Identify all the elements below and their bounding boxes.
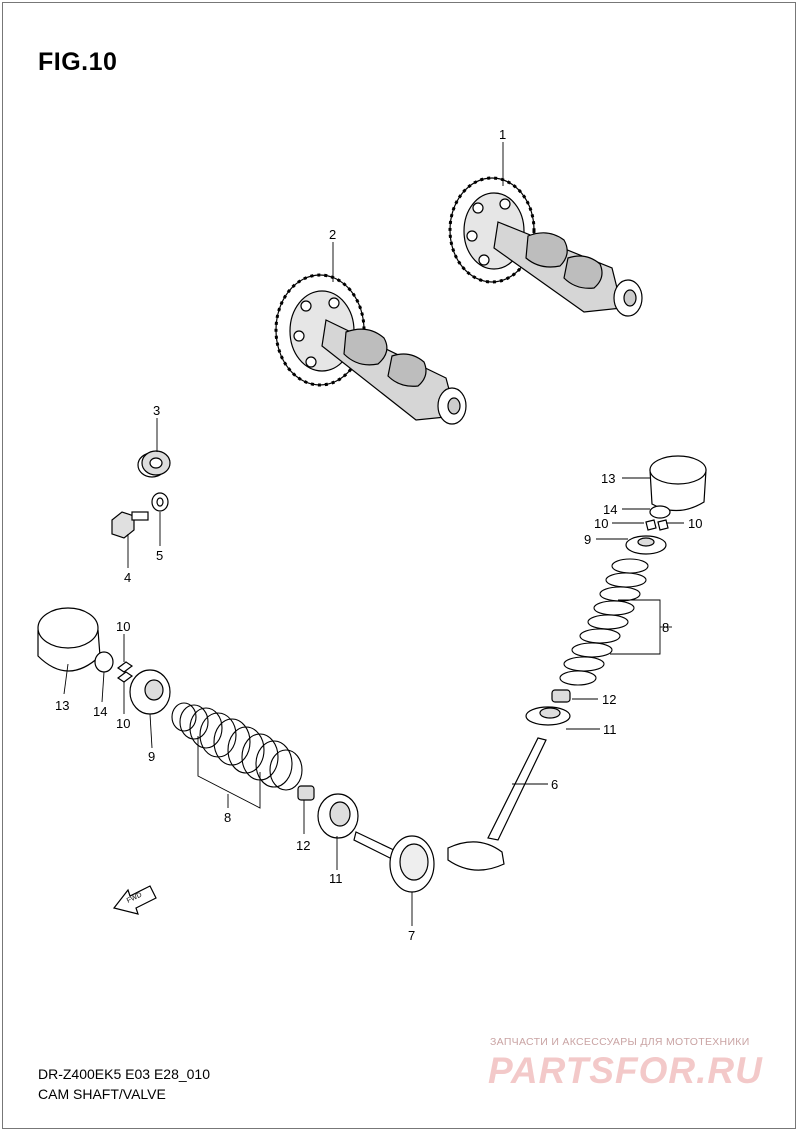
callout-3: 3	[153, 403, 160, 418]
spring-seat-right	[525, 706, 571, 726]
leader-lines	[63, 142, 684, 926]
watermark-tagline: ЗАПЧАСТИ И АКСЕССУАРЫ ДЛЯ МОТОТЕХНИКИ	[490, 1036, 750, 1048]
callout-10-left-top: 10	[116, 619, 130, 634]
callout-8-left: 8	[224, 810, 231, 825]
callout-13-left: 13	[55, 698, 69, 713]
stem-seal-left	[297, 785, 315, 801]
spring-seat-left	[317, 793, 359, 839]
watermark-logo: PARTSFOR.RU	[488, 1050, 763, 1091]
callout-labels: 1 2 3 4 5 6 7 8 8 9 9 10 10 10 10 11 11 …	[55, 127, 702, 943]
callout-10-right-b: 10	[688, 516, 702, 531]
spring-retainer-right	[625, 535, 667, 555]
callout-11-left: 11	[329, 871, 343, 886]
callout-11-right: 11	[603, 722, 617, 737]
callout-12-left: 12	[296, 838, 310, 853]
callout-5: 5	[156, 548, 163, 563]
valve-spring-right	[559, 558, 649, 686]
tappet-left	[37, 607, 101, 672]
forward-direction-arrow: FWD	[112, 885, 157, 915]
valve-spring-left	[171, 702, 303, 791]
callout-1: 1	[499, 127, 506, 142]
callout-13-right: 13	[601, 471, 615, 486]
shim-left	[94, 651, 114, 673]
callout-8-right: 8	[662, 620, 669, 635]
figure-title: FIG.10	[38, 48, 118, 76]
callout-12-right: 12	[602, 692, 616, 707]
callout-14-right: 14	[603, 502, 617, 517]
callout-14-left: 14	[93, 704, 107, 719]
spring-retainer-left	[129, 669, 171, 715]
section-name: CAM SHAFT/VALVE	[38, 1086, 166, 1102]
cotter-right	[645, 519, 669, 531]
callout-9-left: 9	[148, 749, 155, 764]
callout-2: 2	[329, 227, 336, 242]
model-code: DR-Z400EK5 E03 E28_010	[38, 1066, 210, 1082]
callout-6: 6	[551, 777, 558, 792]
callout-10-right-a: 10	[594, 516, 608, 531]
bolt	[111, 511, 149, 539]
washer	[151, 492, 169, 512]
callout-10-left-bottom: 10	[116, 716, 130, 731]
tappet-right	[649, 455, 707, 512]
cotter-left	[116, 661, 134, 683]
valve-intake	[353, 831, 435, 893]
stem-seal-right	[551, 689, 571, 703]
bearing	[137, 450, 171, 478]
camshaft-exhaust	[448, 176, 643, 317]
valve-exhaust	[447, 737, 547, 871]
shim-right	[649, 505, 671, 519]
camshaft-intake	[274, 273, 467, 425]
callout-4: 4	[124, 570, 131, 585]
callout-9-right: 9	[584, 532, 591, 547]
callout-7: 7	[408, 928, 415, 943]
